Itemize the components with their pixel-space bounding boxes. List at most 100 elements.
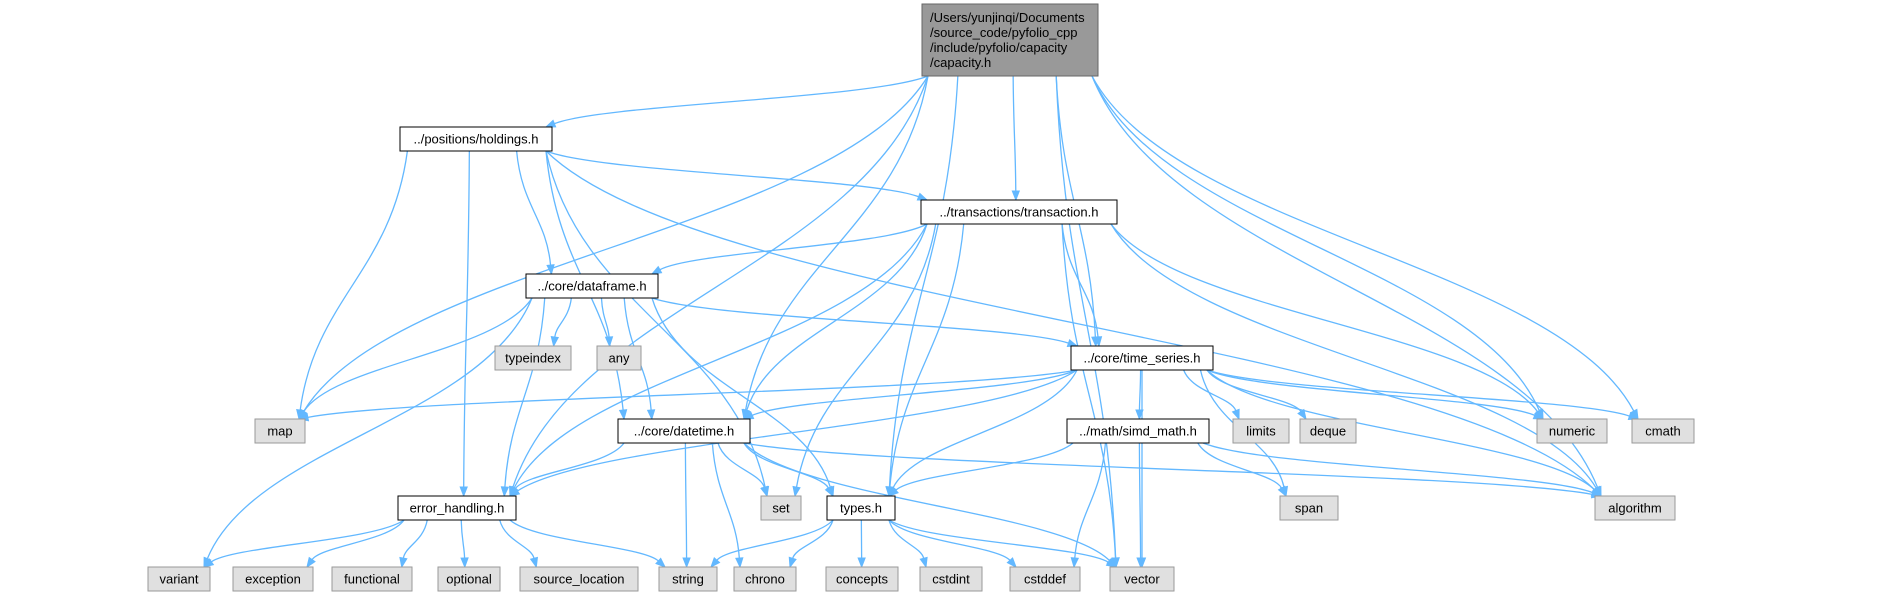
edge-transaction-to-dataframe — [650, 223, 928, 275]
node-label: ../core/dataframe.h — [537, 279, 646, 294]
edge-holdings-to-map — [296, 150, 409, 421]
node-label: vector — [1124, 572, 1160, 587]
edge-dataframe-to-types — [651, 297, 835, 498]
edge-capacity-to-transaction — [1011, 75, 1021, 202]
node-optional: optional — [437, 566, 501, 592]
node-label: /include/pyfolio/capacity — [930, 40, 1068, 55]
node-label: cstddef — [1024, 572, 1066, 587]
edge-datetime-to-set — [717, 442, 769, 498]
node-box — [920, 199, 1118, 225]
node-label: variant — [159, 572, 198, 587]
node-box — [1066, 418, 1210, 444]
edge-capacity-to-cmath — [1091, 75, 1639, 421]
node-map: map — [254, 418, 306, 444]
edges-layer — [202, 75, 1640, 569]
node-cstddef: cstddef — [1009, 566, 1081, 592]
edge-dataframe-to-typeindex — [550, 297, 572, 348]
edge-transaction-to-datetime — [742, 223, 928, 421]
node-label: cmath — [1645, 424, 1680, 439]
node-label: exception — [245, 572, 301, 587]
node-cstdint: cstdint — [919, 566, 983, 592]
node-label: error_handling.h — [410, 501, 505, 516]
edge-datetime-to-algorithm — [743, 442, 1603, 499]
node-box — [826, 495, 896, 521]
edge-time_series-to-datetime — [742, 369, 1078, 420]
edge-types-to-chrono — [788, 519, 834, 569]
node-time-series[interactable]: ../core/time_series.h — [1070, 345, 1214, 371]
node-set: set — [760, 495, 802, 521]
node-label: span — [1295, 501, 1323, 516]
edge-dataframe-to-time_series — [651, 297, 1079, 347]
edge-dataframe-to-error_handling — [500, 297, 546, 498]
edge-types-to-cstddef — [888, 519, 1017, 569]
node-box — [494, 345, 572, 371]
edge-holdings-to-transaction — [545, 150, 929, 201]
node-label: functional — [344, 572, 400, 587]
node-transaction[interactable]: ../transactions/transaction.h — [920, 199, 1118, 225]
edge-time_series-to-simd_math — [1135, 369, 1144, 421]
node-box — [919, 566, 983, 592]
edge-time_series-to-limits — [1183, 369, 1240, 421]
node-holdings[interactable]: ../positions/holdings.h — [399, 126, 553, 152]
edge-time_series-to-types — [888, 369, 1078, 498]
node-dataframe[interactable]: ../core/dataframe.h — [525, 273, 659, 299]
node-simd-math[interactable]: ../math/simd_math.h — [1066, 418, 1210, 444]
node-box — [1109, 566, 1175, 592]
node-capacity[interactable]: /Users/yunjinqi/Documents/source_code/py… — [921, 3, 1099, 77]
edge-error_handling-to-exception — [306, 519, 405, 569]
node-box — [596, 345, 642, 371]
node-box — [617, 418, 751, 444]
node-box — [437, 566, 501, 592]
node-concepts: concepts — [825, 566, 899, 592]
node-box — [1279, 495, 1339, 521]
node-box — [1536, 418, 1608, 444]
edge-datetime-to-chrono — [711, 442, 744, 569]
node-numeric: numeric — [1536, 418, 1608, 444]
edge-time_series-to-error_handling — [508, 369, 1078, 497]
edge-simd_math-to-cstddef — [1070, 442, 1107, 569]
node-limits: limits — [1232, 418, 1290, 444]
node-types[interactable]: types.h — [826, 495, 896, 521]
node-box — [1631, 418, 1695, 444]
node-datetime[interactable]: ../core/datetime.h — [617, 418, 751, 444]
node-algorithm: algorithm — [1594, 495, 1676, 521]
edge-dataframe-to-variant — [203, 297, 533, 569]
node-label: /Users/yunjinqi/Documents — [930, 10, 1085, 25]
edge-datetime-to-string — [682, 442, 691, 569]
node-label: typeindex — [505, 351, 561, 366]
node-chrono: chrono — [733, 566, 797, 592]
node-variant: variant — [147, 566, 211, 592]
node-box — [397, 495, 517, 521]
edge-time_series-to-map — [297, 369, 1078, 422]
node-box — [921, 3, 1099, 77]
edge-datetime-to-error_handling — [509, 442, 625, 498]
node-box — [1232, 418, 1290, 444]
edge-types-to-concepts — [857, 519, 866, 569]
node-string: string — [658, 566, 718, 592]
node-label: /source_code/pyfolio_cpp — [930, 25, 1077, 40]
edge-error_handling-to-source_location — [499, 519, 539, 569]
node-box — [1299, 418, 1357, 444]
edge-simd_math-to-types — [887, 442, 1074, 497]
node-label: string — [672, 572, 704, 587]
node-box — [1070, 345, 1214, 371]
node-functional: functional — [331, 566, 413, 592]
node-error-handling[interactable]: error_handling.h — [397, 495, 517, 521]
node-label: ../math/simd_math.h — [1079, 424, 1197, 439]
node-label: set — [772, 501, 790, 516]
node-vector: vector — [1109, 566, 1175, 592]
node-box — [254, 418, 306, 444]
nodes-layer: /Users/yunjinqi/Documents/source_code/py… — [147, 3, 1695, 592]
edge-holdings-to-dataframe — [515, 150, 555, 276]
edge-datetime-to-types — [743, 442, 834, 498]
node-box — [519, 566, 639, 592]
edge-simd_math-to-span — [1197, 442, 1287, 498]
node-label: algorithm — [1608, 501, 1661, 516]
edge-simd_math-to-vector — [1136, 442, 1145, 569]
node-box — [658, 566, 718, 592]
node-label: ../transactions/transaction.h — [940, 205, 1099, 220]
node-label: map — [267, 424, 292, 439]
edge-error_handling-to-variant — [202, 519, 405, 568]
node-label: limits — [1246, 424, 1276, 439]
